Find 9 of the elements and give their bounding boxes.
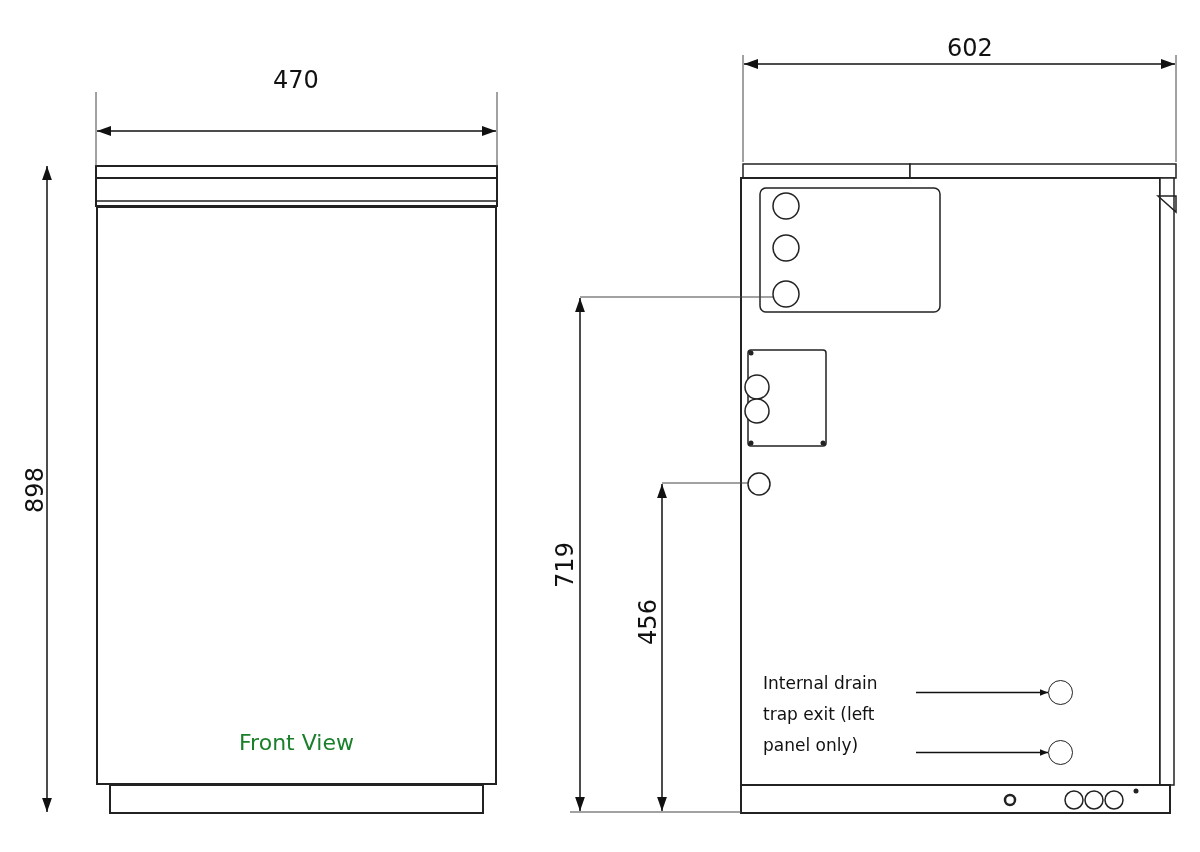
dimension-value: 456 — [635, 599, 660, 645]
leader-arrow — [915, 749, 1049, 756]
dimension-value: 602 — [947, 36, 993, 60]
callout-text: Internal drain trap exit (left panel only) — [763, 672, 879, 757]
dimension-value: 898 — [22, 467, 47, 513]
dimension-value: 719 — [552, 542, 577, 588]
leader-arrow — [915, 689, 1049, 696]
dimension-value: 470 — [273, 68, 319, 92]
view-title: Front View — [239, 730, 354, 755]
